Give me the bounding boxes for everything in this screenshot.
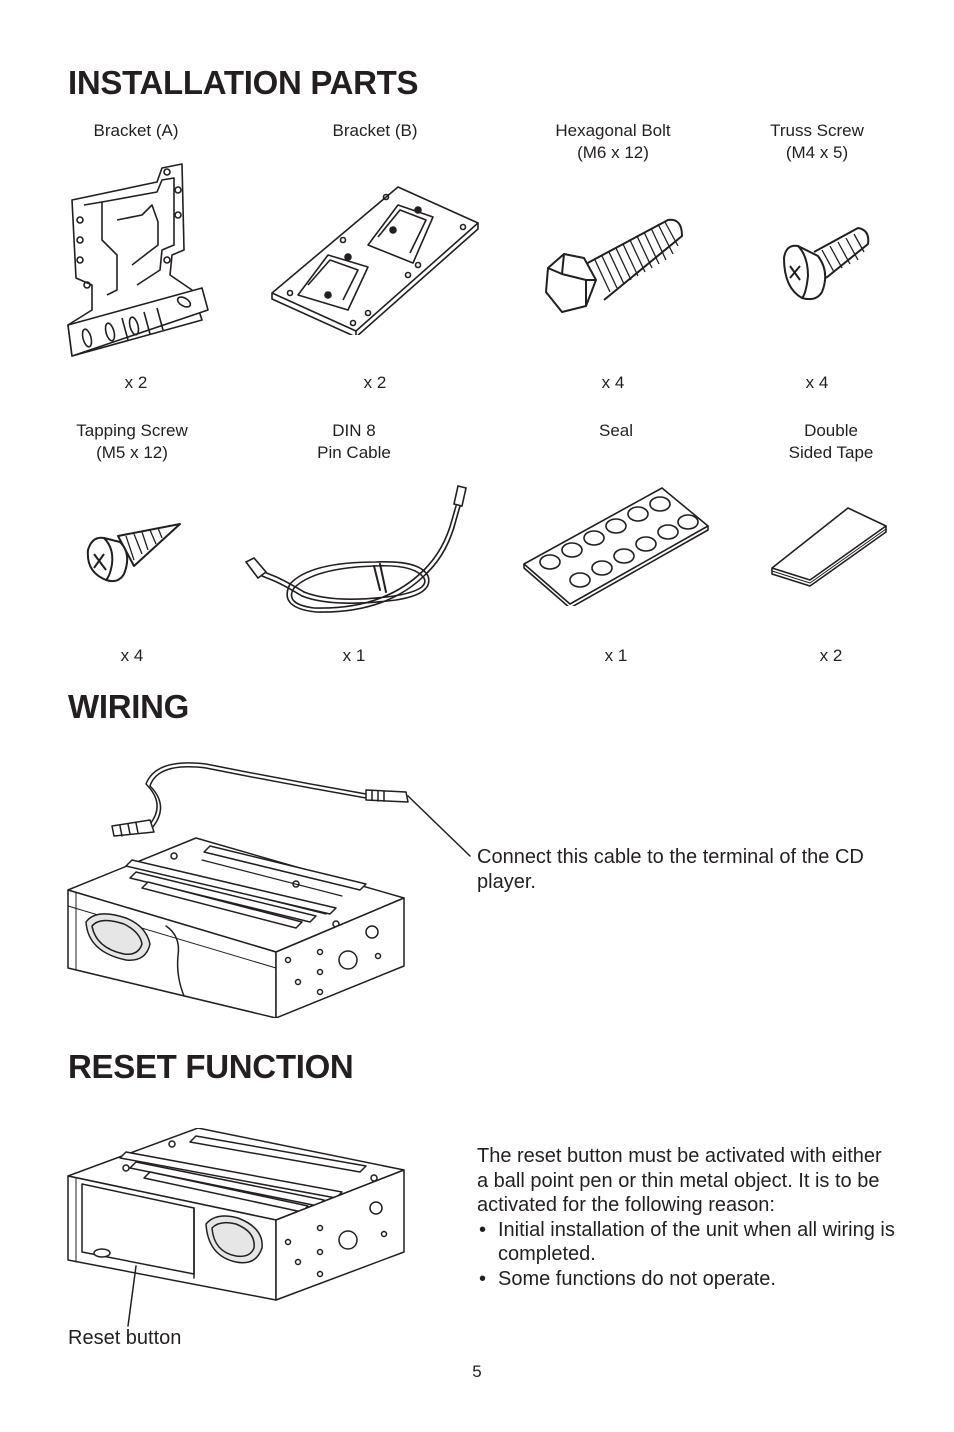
list-item: Some functions do not operate. (477, 1267, 897, 1292)
bracket-a-icon (62, 160, 222, 358)
bracket-b-icon (268, 185, 480, 335)
part-label-tape: Double Sided Tape (788, 421, 874, 462)
reset-instructions: The reset button must be activated with … (477, 1144, 897, 1291)
hexagonal-bolt-icon (540, 208, 690, 318)
truss-screw-icon (778, 222, 873, 304)
part-qty-truss-screw: x 4 (805, 373, 829, 392)
part-qty-tapping-screw: x 4 (120, 646, 144, 665)
installation-parts-heading: INSTALLATION PARTS (68, 64, 419, 101)
part-label-din-cable: DIN 8 Pin Cable (317, 421, 391, 462)
part-qty-bracket-b: x 2 (363, 373, 387, 392)
part-qty-bracket-a: x 2 (124, 373, 148, 392)
part-label-tapping-screw: Tapping Screw (M5 x 12) (76, 421, 188, 462)
din-cable-icon (244, 480, 472, 618)
reset-button-label: Reset button (68, 1327, 182, 1349)
tape-icon (770, 506, 888, 588)
cd-player-reset-illustration (66, 1128, 408, 1328)
part-label-truss-screw: Truss Screw (M4 x 5) (770, 121, 864, 162)
reset-reasons-list: Initial installation of the unit when al… (477, 1218, 897, 1292)
part-qty-din-cable: x 1 (342, 646, 366, 665)
reset-function-heading: RESET FUNCTION (68, 1048, 354, 1085)
reset-intro: The reset button must be activated with … (477, 1145, 882, 1216)
wiring-caption: Connect this cable to the terminal of th… (477, 846, 864, 893)
page-number: 5 (472, 1362, 482, 1381)
part-qty-seal: x 1 (604, 646, 628, 665)
part-label-bracket-b: Bracket (B) (332, 121, 418, 140)
part-label-hexagonal-bolt: Hexagonal Bolt (M6 x 12) (555, 121, 671, 162)
wiring-heading: WIRING (68, 688, 190, 725)
part-label-seal: Seal (598, 421, 634, 440)
tapping-screw-icon (82, 520, 184, 586)
part-label-bracket-a: Bracket (A) (93, 121, 179, 140)
cd-player-wiring-illustration (66, 756, 476, 1018)
part-qty-hexagonal-bolt: x 4 (601, 373, 625, 392)
list-item: Initial installation of the unit when al… (477, 1218, 897, 1267)
seal-icon (522, 486, 710, 606)
part-qty-tape: x 2 (819, 646, 843, 665)
